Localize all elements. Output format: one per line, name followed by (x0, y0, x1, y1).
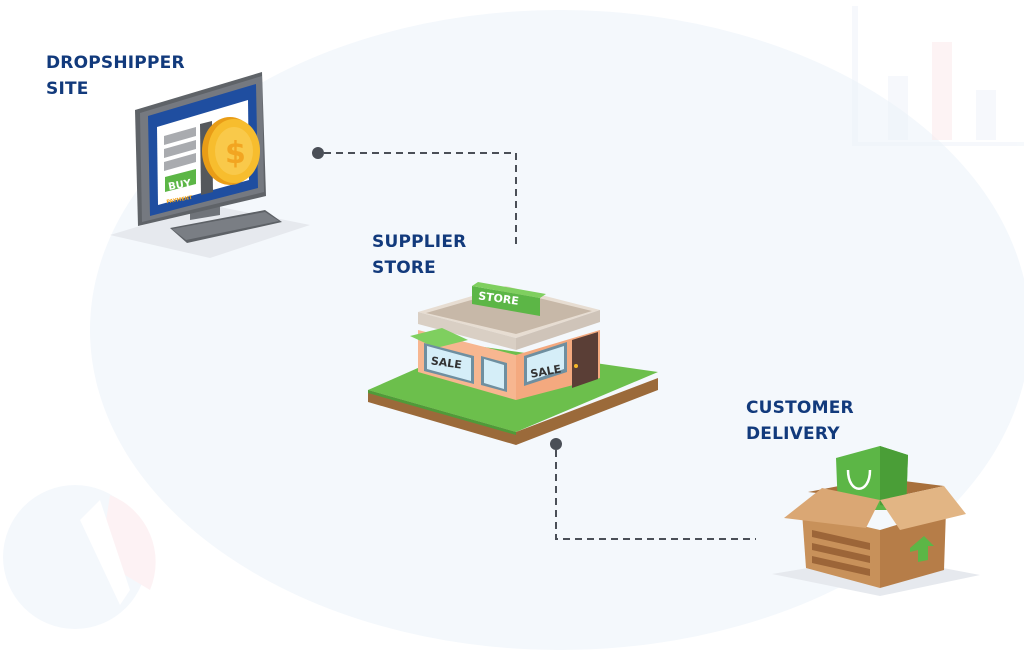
up-arrow-icon (910, 536, 934, 562)
sale-label-left: SALE (430, 354, 462, 371)
customer-label-line2: DELIVERY (746, 424, 840, 444)
customer-label-line1: CUSTOMER (746, 398, 854, 418)
connector-start-dot-1 (312, 147, 324, 159)
supplier-store-label: SUPPLIER STORE (372, 229, 466, 281)
store-sign-label: STORE (477, 289, 519, 308)
dollar-sign: $ (225, 136, 246, 171)
supplier-label-line1: SUPPLIER (372, 232, 467, 252)
customer-delivery-label: CUSTOMER DELIVERY (746, 395, 854, 447)
connector-start-dot-2 (550, 438, 562, 450)
supplier-label-line2: STORE (372, 258, 436, 278)
buy-button (165, 169, 196, 192)
box-flap-right (880, 486, 966, 530)
store-door (572, 332, 598, 388)
store-door-glass (484, 359, 504, 389)
dropshipper-label-line2: SITE (46, 79, 89, 99)
dropshipper-site-label: DROPSHIPPER SITE (46, 50, 185, 102)
store-awning (410, 328, 468, 348)
connector-dropshipper-to-supplier (324, 152, 517, 248)
buy-button-label: BUY (167, 178, 192, 193)
dropshipper-label-line1: DROPSHIPPER (46, 53, 185, 73)
store-window-left (427, 346, 471, 381)
faint-pie-decoration (3, 485, 156, 629)
box-flap-left (784, 488, 880, 528)
store-sign (472, 286, 540, 316)
faint-bar-chart-decoration (852, 6, 1024, 146)
bag-handle (846, 469, 872, 490)
payment-label: PAYMENT (166, 195, 193, 206)
sale-label-right: SALE (529, 362, 562, 380)
connector-supplier-to-customer (555, 450, 756, 540)
store-window-right (527, 346, 564, 382)
